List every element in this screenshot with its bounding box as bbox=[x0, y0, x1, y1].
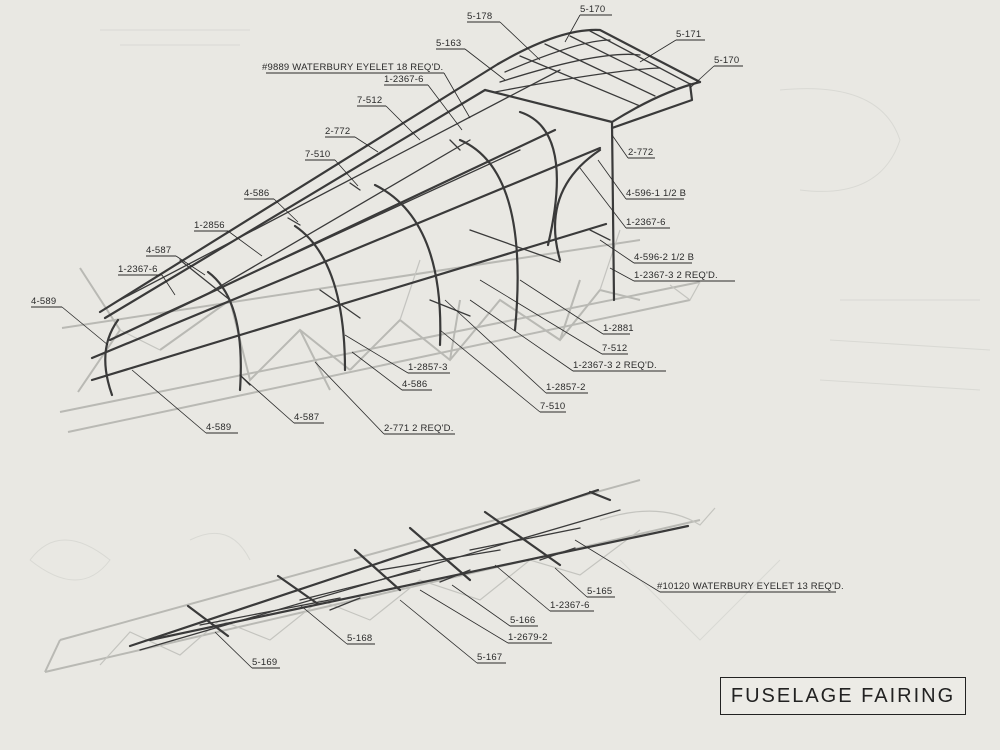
callout-5-170-right: 5-170 bbox=[714, 55, 739, 66]
callout-5-170-top: 5-170 bbox=[580, 4, 605, 15]
callout-5-171: 5-171 bbox=[676, 29, 701, 40]
callout-5-169: 5-169 bbox=[252, 657, 277, 668]
fuselage-truss-ghost bbox=[59, 229, 701, 433]
callout-5-178: 5-178 bbox=[467, 11, 492, 22]
callout-5-167: 5-167 bbox=[477, 652, 502, 663]
callout-7-510-low: 7-510 bbox=[540, 401, 565, 412]
callout-1-2856: 1-2856 bbox=[194, 220, 225, 231]
fairing-stringers bbox=[90, 62, 608, 382]
callout-4-589-low: 4-589 bbox=[206, 422, 231, 433]
callout-4-587-low: 4-587 bbox=[294, 412, 319, 423]
callout-4-586-low: 4-586 bbox=[402, 379, 427, 390]
callout-1-2881: 1-2881 bbox=[603, 323, 634, 334]
lower-truss-ghost bbox=[44, 479, 716, 673]
callout-1-2367-6-b: 1-2367-6 bbox=[626, 217, 666, 228]
lower-callouts: 5-165 #10120 WATERBURY EYELET 13 REQ'D. … bbox=[214, 539, 844, 669]
callout-1-2857-2: 1-2857-2 bbox=[546, 382, 586, 393]
callout-5-165: 5-165 bbox=[587, 586, 612, 597]
callout-eyelet-9889: #9889 WATERBURY EYELET 18 REQ'D. bbox=[262, 62, 443, 73]
callout-4-587-top: 4-587 bbox=[146, 245, 171, 256]
callout-eyelet-10120: #10120 WATERBURY EYELET 13 REQ'D. bbox=[657, 581, 844, 592]
callout-7-512-low: 7-512 bbox=[602, 343, 627, 354]
callout-2-771: 2-771 2 REQ'D. bbox=[384, 423, 454, 434]
callout-5-166: 5-166 bbox=[510, 615, 535, 626]
upper-callouts: 5-178 5-170 5-163 5-171 5-170 #9889 WATE… bbox=[31, 4, 743, 435]
callout-4-596-1: 4-596-1 1/2 B bbox=[626, 188, 686, 199]
lower-cross-brackets bbox=[186, 490, 612, 638]
callout-7-510-top: 7-510 bbox=[305, 149, 330, 160]
callout-4-589-left: 4-589 bbox=[31, 296, 56, 307]
callout-1-2367-3-upper: 1-2367-3 2 REQ'D. bbox=[634, 270, 718, 281]
callout-1-2367-6-lower: 1-2367-6 bbox=[550, 600, 590, 611]
callout-1-2679-2: 1-2679-2 bbox=[508, 632, 548, 643]
callout-2-772-right: 2-772 bbox=[628, 147, 653, 158]
upper-fairing-assembly bbox=[59, 28, 702, 433]
callout-5-163: 5-163 bbox=[436, 38, 461, 49]
callout-1-2857-3: 1-2857-3 bbox=[408, 362, 448, 373]
lower-fairing-assembly bbox=[44, 479, 716, 673]
fairing-formers bbox=[104, 110, 602, 397]
background-ghost-lines bbox=[29, 29, 991, 641]
drawing-title: FUSELAGE FAIRING bbox=[730, 684, 956, 707]
callout-1-2367-6-c: 1-2367-6 bbox=[118, 264, 158, 275]
callout-1-2367-6-a: 1-2367-6 bbox=[384, 74, 424, 85]
callout-5-168: 5-168 bbox=[347, 633, 372, 644]
callout-7-512-top: 7-512 bbox=[357, 95, 382, 106]
callout-2-772-left: 2-772 bbox=[325, 126, 350, 137]
callout-4-596-2: 4-596-2 1/2 B bbox=[634, 252, 694, 263]
callout-1-2367-3-lower: 1-2367-3 2 REQ'D. bbox=[573, 360, 657, 371]
fairing-cross-members bbox=[179, 139, 611, 386]
callout-4-586-top: 4-586 bbox=[244, 188, 269, 199]
title-block: FUSELAGE FAIRING bbox=[720, 677, 966, 715]
